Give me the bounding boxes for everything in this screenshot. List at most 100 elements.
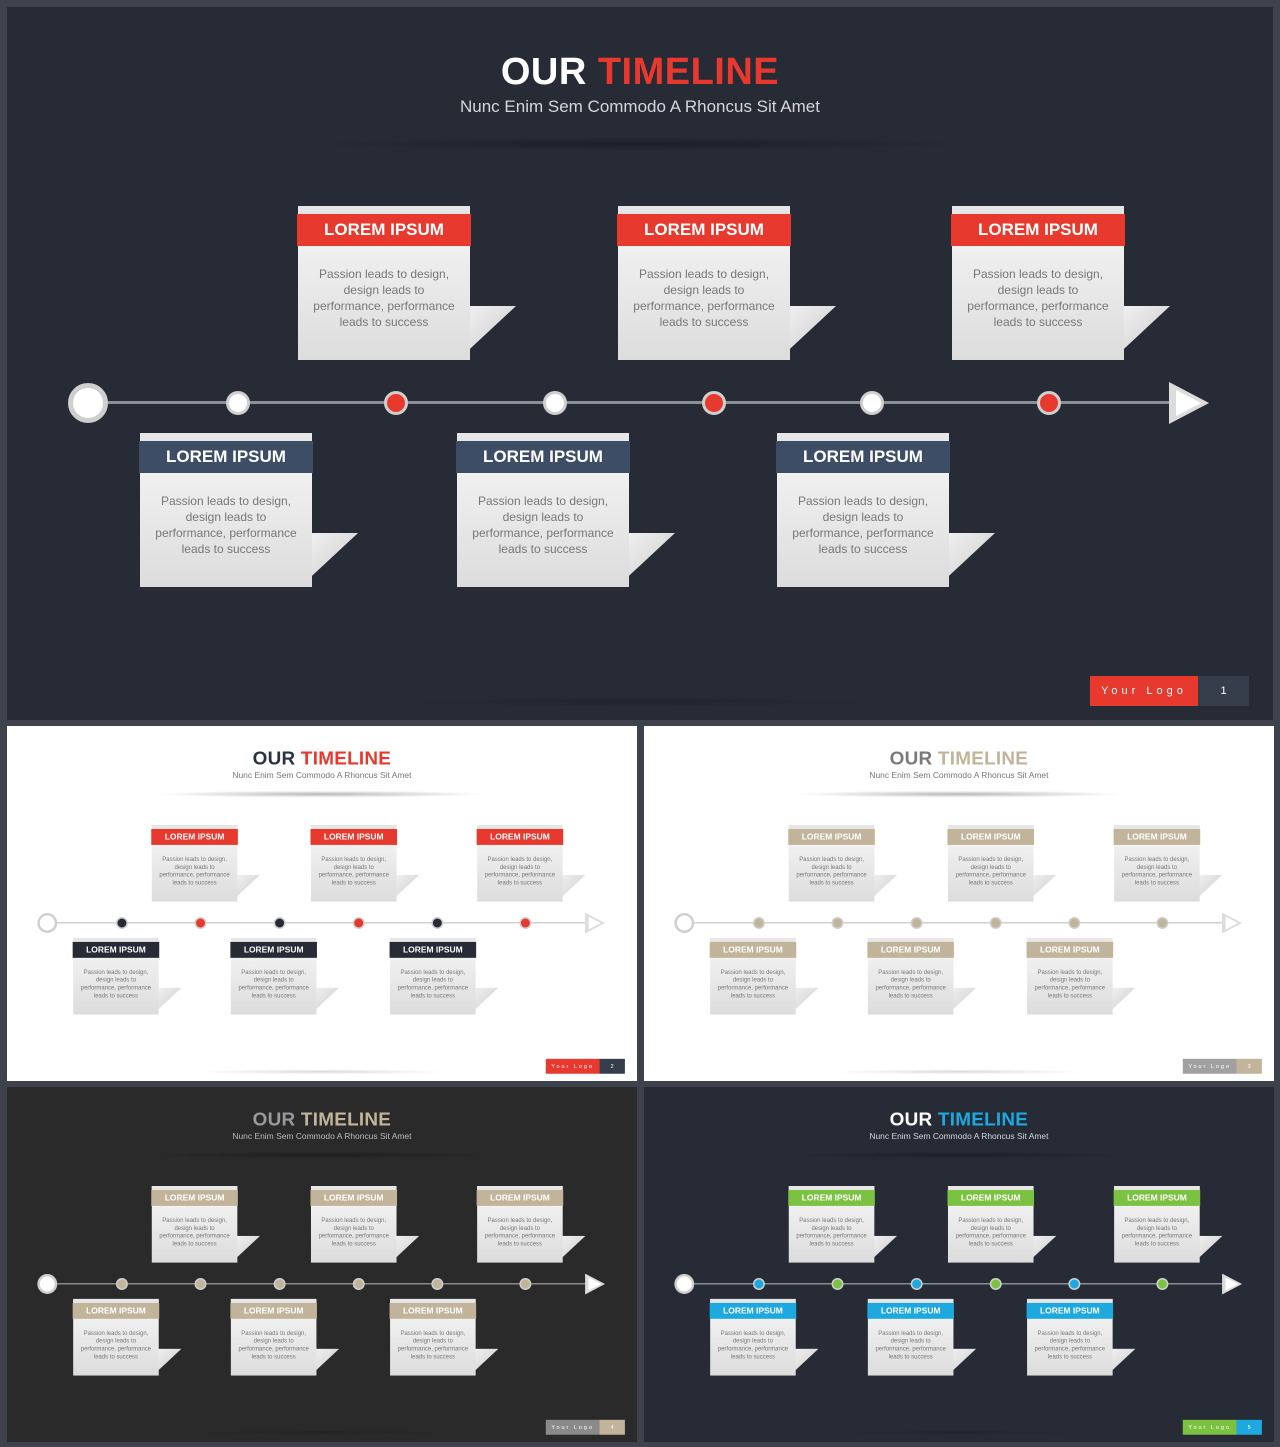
card-text: Passion leads to design, design leads to… (633, 267, 775, 329)
timeline-dot (431, 1278, 444, 1290)
card-heading: LOREM IPSUM (709, 1302, 797, 1319)
timeline-dot (1156, 1278, 1169, 1290)
card-heading: LOREM IPSUM (297, 214, 471, 246)
title-shadow (307, 137, 973, 151)
card-heading: LOREM IPSUM (389, 1302, 477, 1319)
timeline-card-bottom: LOREM IPSUM Passion leads to design, desi… (1026, 937, 1136, 1015)
card-text: Passion leads to design, design leads to… (397, 968, 469, 1000)
title-part-our: OUR (252, 747, 301, 769)
card-top-strip (952, 206, 1124, 214)
timeline-start-marker (37, 913, 58, 933)
timeline-start-marker (674, 913, 695, 933)
card-text: Passion leads to design, design leads to… (717, 1329, 789, 1361)
card-heading: LOREM IPSUM (151, 828, 238, 845)
slide-title: OUR TIMELINE (7, 748, 637, 769)
card-text: Passion leads to design, design leads to… (796, 1216, 867, 1248)
card-heading: LOREM IPSUM (1026, 1302, 1114, 1319)
card-heading: LOREM IPSUM (947, 1189, 1035, 1206)
card-text: Passion leads to design, design leads to… (318, 1216, 389, 1248)
card-top-strip (151, 825, 238, 829)
card-heading: LOREM IPSUM (867, 941, 954, 958)
card-top-strip (230, 1298, 317, 1303)
slide-subtitle: Nunc Enim Sem Commodo A Rhoncus Sit Amet (869, 770, 1049, 781)
timeline-line (47, 1283, 591, 1285)
logo-badge: Your Logo (545, 1419, 600, 1435)
timeline-arrow-icon (585, 912, 605, 934)
logo-badge: Your Logo (1182, 1419, 1237, 1435)
card-top-strip (1027, 937, 1113, 942)
page-number: 4 (599, 1419, 625, 1435)
timeline-dot (752, 917, 765, 929)
card-top-strip (710, 937, 796, 942)
card-heading: LOREM IPSUM (230, 1302, 317, 1319)
title-part-timeline: TIMELINE (597, 51, 780, 93)
page-number: 1 (1198, 676, 1249, 706)
card-heading: LOREM IPSUM (476, 1189, 564, 1206)
title-shadow (793, 1151, 1125, 1159)
card-top-strip (947, 825, 1034, 829)
card-top-strip (298, 206, 470, 214)
card-text: Passion leads to design, design leads to… (1121, 1216, 1193, 1248)
timeline-card-bottom: LOREM IPSUM Passion leads to design, desi… (139, 433, 358, 587)
timeline-dot (702, 391, 726, 415)
timeline-dot (352, 917, 365, 929)
title-shadow (156, 790, 488, 798)
slide-title: OUR TIMELINE (7, 1109, 637, 1130)
timeline-dot (519, 1278, 532, 1290)
title-part-timeline: TIMELINE (937, 747, 1029, 769)
timeline-line (47, 922, 591, 924)
page-number: 5 (1236, 1419, 1262, 1435)
timeline-dot (860, 391, 884, 415)
card-top-strip (477, 1186, 563, 1190)
title-part-timeline: TIMELINE (937, 1108, 1029, 1130)
card-text: Passion leads to design, design leads to… (159, 855, 230, 887)
bottom-shadow (833, 1069, 1085, 1075)
timeline-arrow-icon (585, 1273, 605, 1295)
title-shadow (793, 790, 1125, 798)
card-text: Passion leads to design, design leads to… (955, 1216, 1026, 1248)
logo-badge: Your Logo (1090, 676, 1198, 706)
timeline-dot (1068, 917, 1081, 929)
card-top-strip (230, 937, 317, 942)
card-text: Passion leads to design, design leads to… (796, 855, 867, 887)
card-top-strip (310, 1186, 397, 1190)
bottom-shadow (833, 1430, 1085, 1436)
slide-subtitle: Nunc Enim Sem Commodo A Rhoncus Sit Amet (460, 97, 820, 116)
card-heading: LOREM IPSUM (1026, 941, 1114, 958)
card-heading: LOREM IPSUM (617, 214, 791, 246)
card-heading: LOREM IPSUM (139, 441, 313, 473)
page-number: 2 (599, 1058, 625, 1074)
card-heading: LOREM IPSUM (867, 1302, 954, 1319)
card-text: Passion leads to design, design leads to… (1034, 968, 1106, 1000)
timeline-dot (989, 1278, 1002, 1290)
card-heading: LOREM IPSUM (476, 828, 564, 845)
timeline-line (684, 1283, 1228, 1285)
card-text: Passion leads to design, design leads to… (155, 494, 297, 556)
card-text: Passion leads to design, design leads to… (159, 1216, 230, 1248)
timeline-start-marker (68, 383, 108, 423)
title-part-our: OUR (500, 51, 598, 93)
slide-1[interactable]: OUR TIMELINE Nunc Enim Sem Commodo A Rhon… (7, 7, 1273, 720)
timeline-card-top: LOREM IPSUM Passion leads to design, desi… (947, 1186, 1057, 1263)
card-top-strip (867, 937, 954, 942)
card-top-strip (777, 433, 949, 441)
